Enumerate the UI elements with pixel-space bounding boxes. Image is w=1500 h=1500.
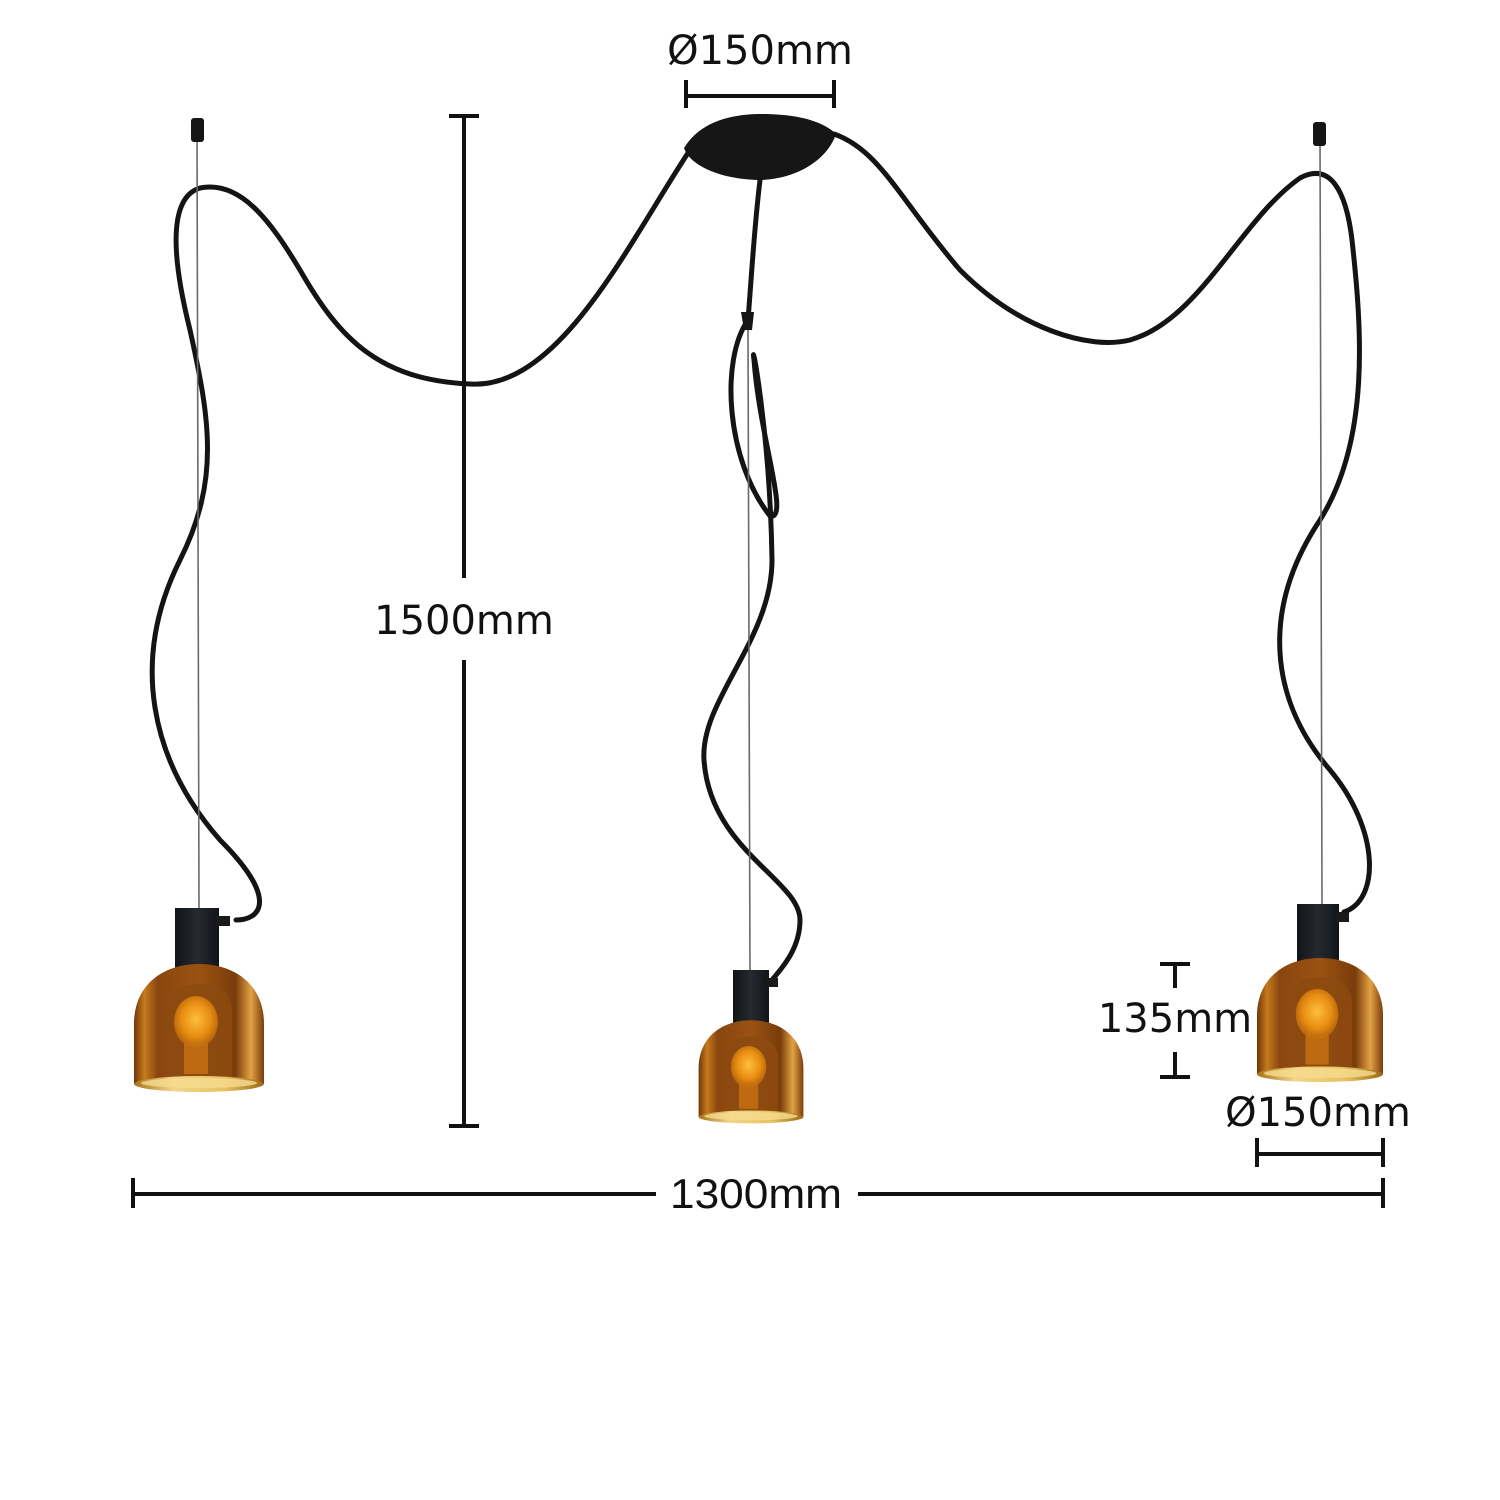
pendant-lamp-right <box>1257 904 1383 1082</box>
dimension-shade-diameter: Ø150mm <box>1225 1090 1411 1167</box>
ceiling-canopy <box>684 114 836 180</box>
power-cables <box>149 131 1372 983</box>
dimension-shade-height: 135mm <box>1098 962 1252 1079</box>
total-width-label: 1300mm <box>670 1170 842 1217</box>
pendant-lamp-middle <box>698 970 804 1124</box>
suspension-wires <box>191 118 1326 976</box>
total-height-label: 1500mm <box>374 598 554 644</box>
pendant-lamp-left <box>134 908 264 1092</box>
canopy-diameter-label: Ø150mm <box>667 28 853 74</box>
dimension-canopy-diameter: Ø150mm <box>667 28 853 108</box>
dimension-total-width: 1300mm <box>131 1170 1385 1217</box>
dimension-total-height: 1500mm <box>374 114 554 1128</box>
shade-diameter-label: Ø150mm <box>1225 1090 1411 1136</box>
shade-height-label: 135mm <box>1098 996 1252 1042</box>
